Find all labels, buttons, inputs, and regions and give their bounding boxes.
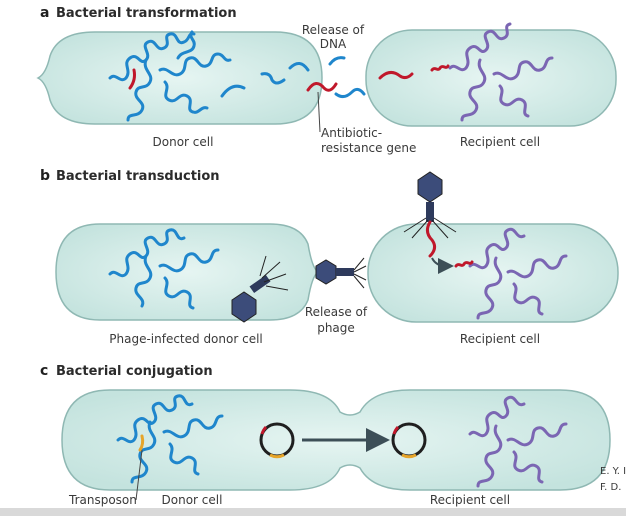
transposon-label: Transposon — [68, 493, 137, 507]
released-resistance-gene — [306, 82, 338, 92]
phage-inside-donor — [231, 255, 289, 323]
section-a-transformation: a Bacterial transformation — [36, 5, 617, 155]
donor-chromosome — [116, 394, 224, 484]
integrated-resistance-gene — [430, 64, 450, 72]
section-title: Bacterial transduction — [56, 169, 220, 184]
donor-cell — [36, 31, 323, 125]
section-letter: b — [40, 168, 50, 184]
recipient-plasmid — [391, 422, 427, 459]
transposon-in-chromosome — [138, 434, 145, 452]
gene-pointer-line — [317, 91, 321, 133]
release-label-line1: Release of — [302, 23, 365, 37]
injected-resistance-gene — [425, 220, 437, 258]
recipient-cell-label: Recipient cell — [460, 135, 540, 149]
release-label-line2: phage — [317, 321, 355, 335]
release-label-line2: DNA — [320, 37, 347, 51]
released-dna-fragments — [220, 56, 366, 99]
recipient-chromosome — [468, 227, 568, 320]
section-letter: a — [40, 5, 49, 21]
credit-line2: F. D. — [600, 482, 621, 493]
recipient-cell-label: Recipient cell — [430, 493, 510, 507]
resistance-gene-in-donor — [128, 68, 136, 90]
donor-chromosome — [108, 228, 220, 310]
donor-cell-label: Donor cell — [153, 135, 214, 149]
donor-cell-label: Phage-infected donor cell — [109, 332, 263, 346]
released-phage — [315, 257, 367, 289]
recipient-chromosome — [448, 22, 554, 122]
phage-infected-donor-cell — [55, 223, 320, 321]
donor-chromosome — [108, 30, 232, 122]
section-title: Bacterial conjugation — [56, 364, 213, 379]
integrated-resistance-gene — [454, 260, 474, 268]
section-letter: c — [40, 363, 48, 379]
bottom-scrollbar-strip — [0, 508, 626, 516]
credit-line1: E. Y. I — [600, 466, 626, 477]
injection-arrow — [431, 257, 454, 274]
section-title: Bacterial transformation — [56, 6, 237, 21]
attached-phage — [403, 171, 457, 239]
section-c-conjugation: c Bacterial conjugation — [40, 363, 611, 507]
recipient-cell — [367, 223, 619, 323]
donor-cell-label: Donor cell — [162, 493, 223, 507]
donor-plasmid — [259, 422, 295, 459]
transposon-pointer-line — [135, 449, 143, 501]
incoming-resistance-gene — [378, 71, 414, 80]
gene-label-line2: resistance gene — [321, 141, 416, 155]
gene-label-line1: Antibiotic- — [321, 126, 382, 140]
section-b-transduction: b Bacterial transduction — [40, 168, 619, 346]
recipient-chromosome — [468, 395, 568, 488]
recipient-cell-label: Recipient cell — [460, 332, 540, 346]
release-label-line1: Release of — [305, 305, 368, 319]
